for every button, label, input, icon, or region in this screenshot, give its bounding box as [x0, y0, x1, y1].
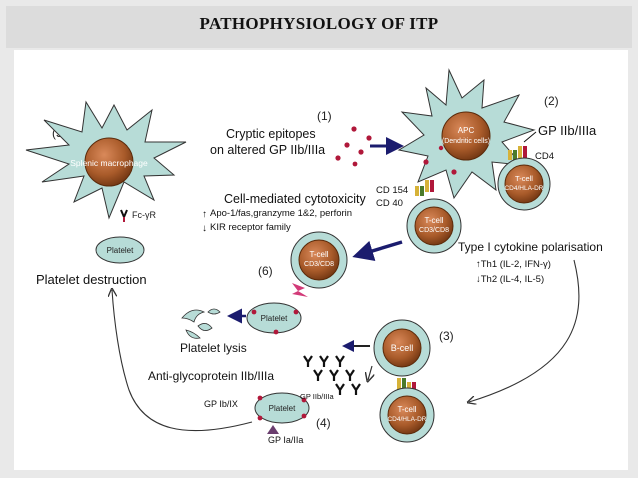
type1-th2-line: ↓Th2 (IL-4, IL-5): [476, 274, 544, 285]
itp-diagram: (5) (1) (2) (6) (3) (4) Splenic macropha…: [25, 68, 603, 445]
platelet-bottom-label: Platelet: [269, 404, 296, 413]
bcell-receptor-bars: [397, 378, 416, 392]
cytotoxicity-up-arrow: ↑: [202, 209, 207, 220]
apc-label: APC: [458, 126, 475, 135]
tcell-bottom-label: T-cell: [397, 405, 416, 414]
cd40-receptor-bars: [415, 180, 434, 196]
apc-sublabel: (Dendritic cells): [442, 138, 490, 145]
tcell-bottom-sublabel: CD4/HLA-DR: [387, 416, 426, 423]
diagram-panel: (5) (1) (2) (6) (3) (4) Splenic macropha…: [14, 50, 628, 470]
type1-cytokine-title: Type I cytokine polarisation: [458, 240, 603, 254]
arrow-bcell-antibodies: [368, 365, 372, 380]
tcell-cd4-right: T-cell CD4/HLA-DR: [497, 157, 551, 211]
gp-pointer-line: [523, 131, 537, 143]
arrow-to-cytotoxic-tcell: [352, 240, 403, 261]
platelet-macrophage: [95, 236, 145, 264]
cryptic-epitopes-line1: Cryptic epitopes: [226, 127, 316, 141]
type1-th1-line: ↑Th1 (IL-2, IFN-γ): [476, 259, 551, 270]
platelet-attacked-label: Platelet: [261, 314, 288, 323]
cryptic-epitopes-line2: on altered GP IIb/IIIa: [210, 143, 325, 157]
title-bar: [6, 6, 632, 48]
fc-receptor-label: Fc-γR: [132, 210, 156, 220]
cd40-label: CD 40: [376, 198, 403, 209]
bcell: B-cell: [373, 319, 431, 377]
tcell-cd8-left: T-cell CD3/CD8: [290, 231, 348, 289]
lightning-bolt-icon: [292, 283, 308, 297]
apc-dots: [423, 145, 457, 175]
epitope-dots: [335, 126, 372, 167]
gp-ibix-label: GP Ib/IX: [204, 399, 238, 409]
tcell-right-sublabel: CD4/HLA-DR: [504, 185, 543, 192]
gp-iaiia-marker-icon: [267, 425, 279, 434]
tcell-cd8-middle: T-cell CD3/CD8: [406, 198, 462, 254]
tcell-left-label: T-cell: [309, 250, 328, 259]
cytotoxicity-down-arrow: ↓: [202, 223, 207, 234]
anti-glycoprotein-label: Anti-glycoprotein IIb/IIIa: [148, 369, 274, 383]
tcell-mid-sublabel: CD3/CD8: [419, 227, 449, 234]
cytotoxicity-title: Cell-mediated cytotoxicity: [224, 192, 366, 206]
fc-receptor-icon: [120, 209, 128, 220]
apc-dendritic-cell: APC (Dendritic cells): [397, 68, 536, 200]
cytotoxicity-line1: Apo-1/fas,granzyme 1&2, perforin: [210, 208, 352, 219]
step-number-4: (4): [316, 416, 331, 430]
gp-iibiiia-small-label: GP IIb/IIIa: [300, 392, 334, 401]
tcell-cd4-bottom: T-cell CD4/HLA-DR: [379, 387, 435, 443]
platelet-macrophage-label: Platelet: [107, 246, 134, 255]
cd154-label: CD 154: [376, 185, 408, 196]
platelet-antibody-bound: Platelet: [254, 392, 310, 424]
platelet-attacked: Platelet: [246, 302, 302, 335]
macrophage-label: Splenic macrophage: [70, 158, 148, 168]
cytotoxicity-line2: KIR receptor family: [210, 222, 291, 233]
platelet-fragments-icon: [181, 308, 221, 339]
antibodies-icon: [303, 355, 361, 395]
step-number-3: (3): [439, 329, 454, 343]
arrow-cytokine-to-tcell: [469, 259, 580, 402]
step-number-1: (1): [317, 109, 332, 123]
tcr-receptor-bars: [508, 146, 527, 160]
step-number-6: (6): [258, 264, 273, 278]
splenic-macrophage: Splenic macrophage: [25, 100, 187, 220]
tcell-mid-label: T-cell: [424, 216, 443, 225]
platelet-destruction-label: Platelet destruction: [36, 272, 147, 287]
arrow-to-destruction: [112, 290, 253, 432]
tcell-left-sublabel: CD3/CD8: [304, 261, 334, 268]
step-number-2: (2): [544, 94, 559, 108]
bcell-label: B-cell: [391, 343, 414, 353]
slide-title: PATHOPHYSIOLOGY OF ITP: [199, 14, 439, 33]
gp-iib-iiia-label: GP IIb/IIIa: [538, 123, 597, 138]
cd4-label: CD4: [535, 151, 554, 162]
tcell-right-label: T-cell: [515, 174, 533, 183]
platelet-lysis-label: Platelet lysis: [180, 341, 247, 355]
gp-iaiia-label: GP Ia/IIa: [268, 435, 303, 445]
